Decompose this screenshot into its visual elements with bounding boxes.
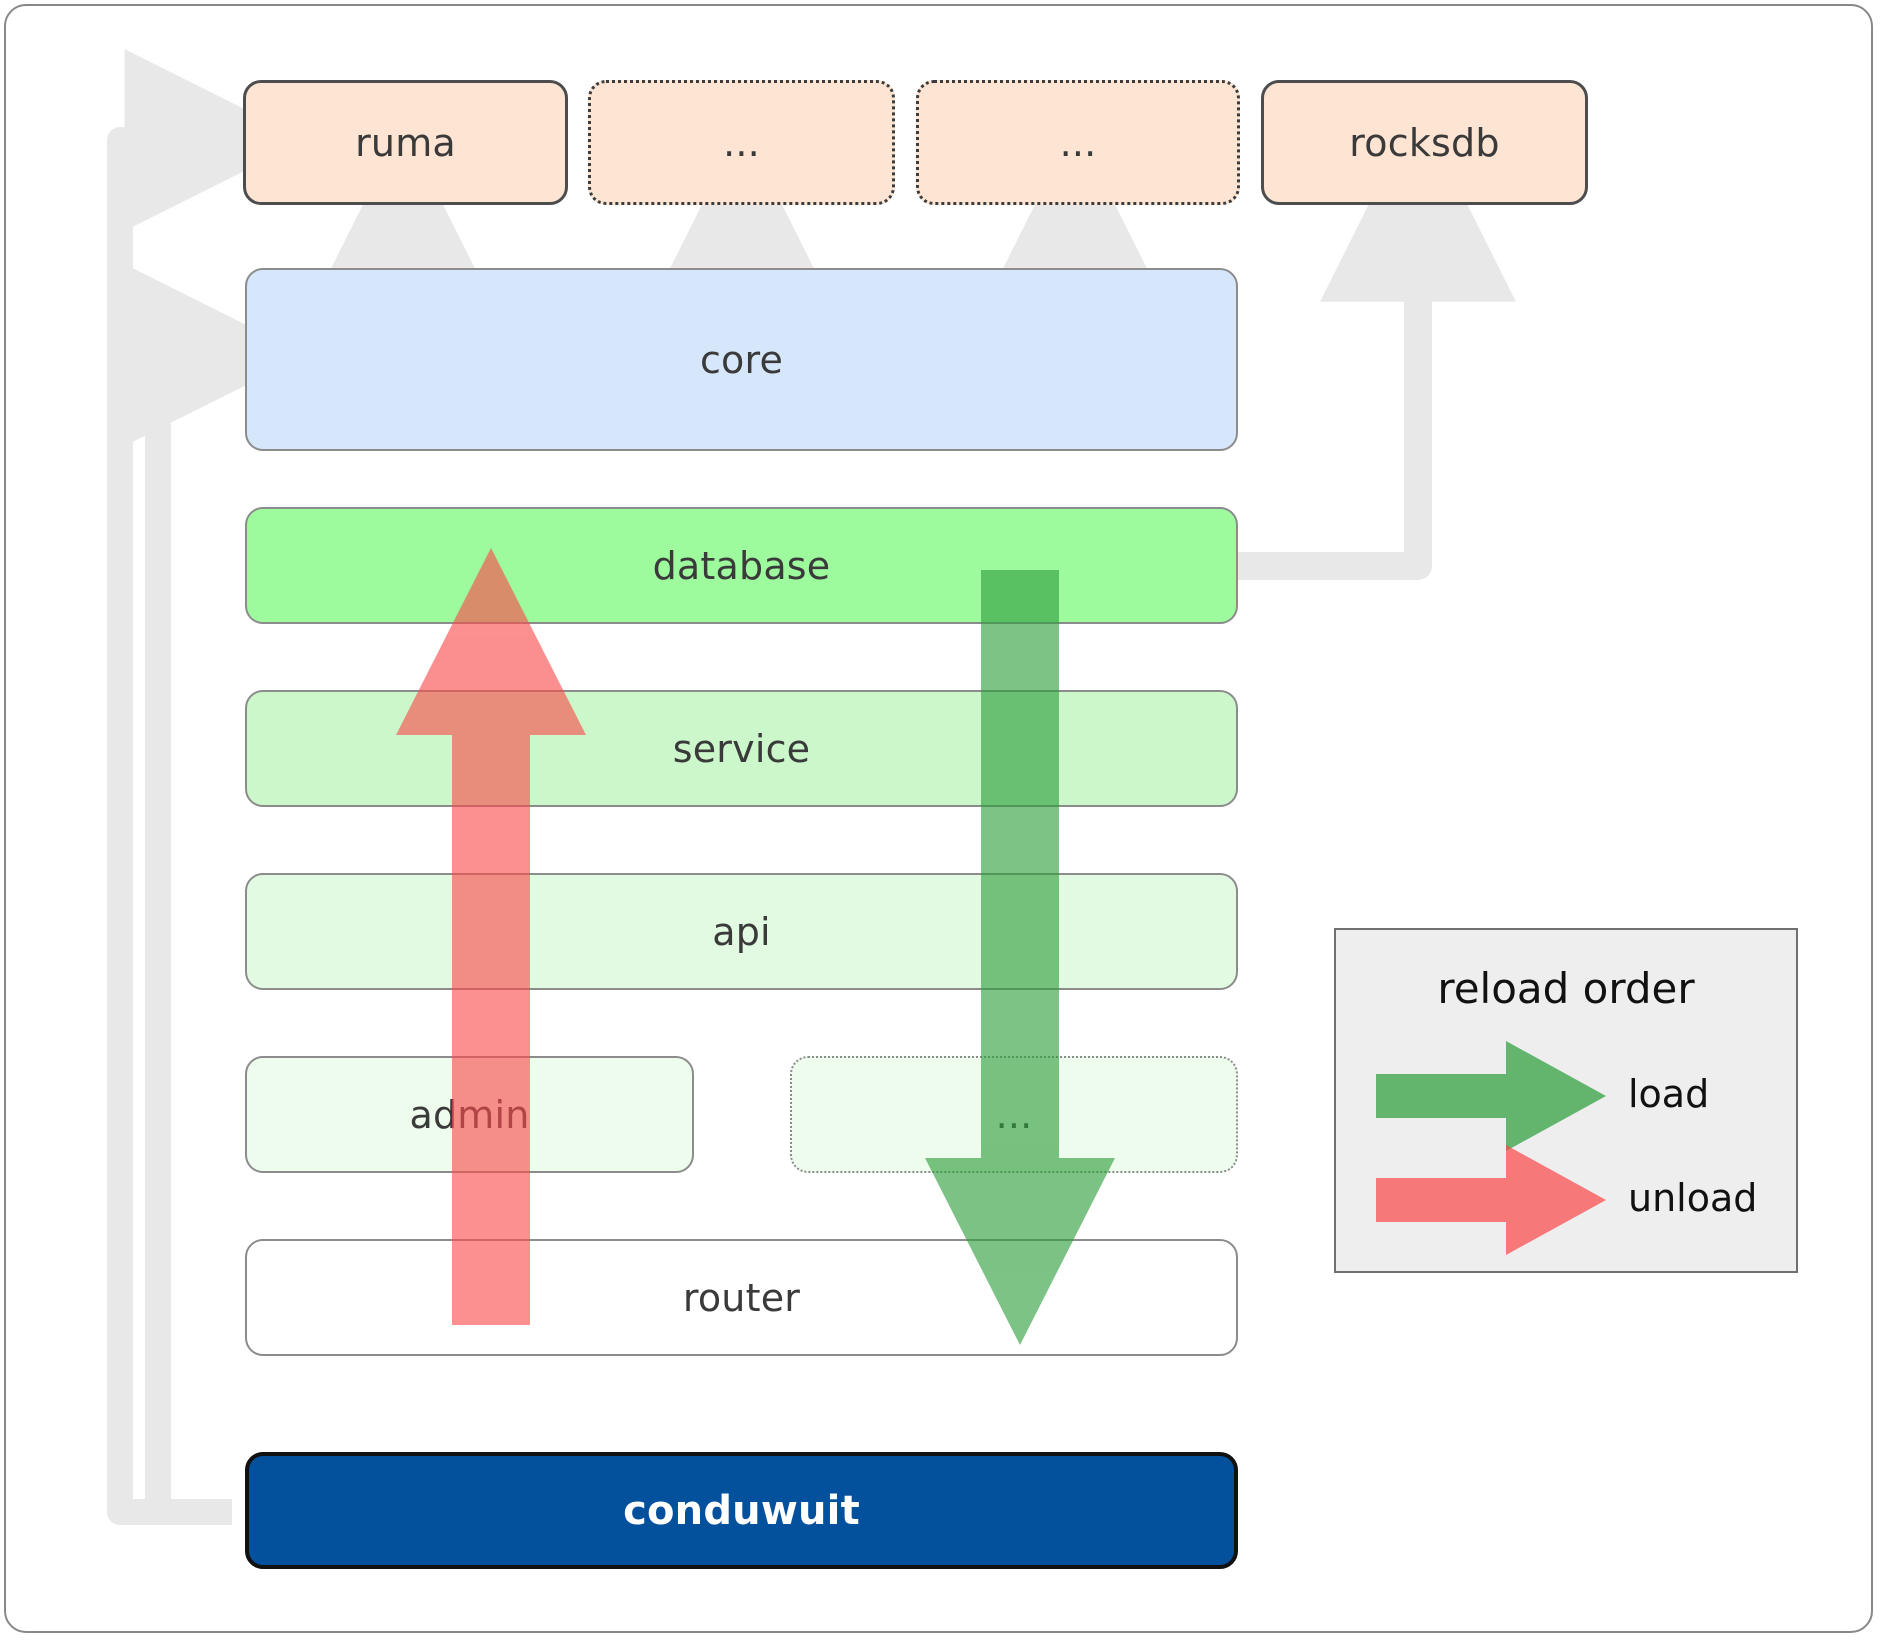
legend-row-unload: unload (1336, 1145, 1796, 1255)
node-core-label: core (699, 337, 784, 382)
node-dep-2-label: ... (723, 120, 760, 165)
node-router-label: router (682, 1275, 801, 1320)
legend-unload-arrow-icon (1376, 1145, 1606, 1255)
legend-row-load: load (1336, 1041, 1796, 1151)
diagram-frame (4, 4, 1873, 1633)
node-api-label: api (712, 909, 771, 954)
node-api[interactable]: api (245, 873, 1238, 990)
node-dep-2[interactable]: ... (588, 80, 895, 205)
node-service-label: service (672, 726, 811, 771)
node-service[interactable]: service (245, 690, 1238, 807)
legend-reload-order: reload order load unload (1334, 928, 1798, 1273)
node-ruma[interactable]: ruma (243, 80, 568, 205)
legend-unload-label: unload (1628, 1176, 1758, 1220)
legend-load-label: load (1628, 1072, 1710, 1116)
node-admin[interactable]: admin (245, 1056, 694, 1173)
node-layer-ellipsis[interactable]: ... (790, 1056, 1238, 1173)
node-admin-label: admin (409, 1092, 530, 1137)
node-database[interactable]: database (245, 507, 1238, 624)
legend-load-arrow-icon (1376, 1041, 1606, 1151)
node-dep-3-label: ... (1059, 120, 1097, 165)
node-conduwuit[interactable]: conduwuit (245, 1452, 1238, 1569)
node-database-label: database (652, 543, 831, 588)
node-router[interactable]: router (245, 1239, 1238, 1356)
node-rocksdb-label: rocksdb (1349, 120, 1500, 165)
node-rocksdb[interactable]: rocksdb (1261, 80, 1588, 205)
node-conduwuit-label: conduwuit (623, 1487, 860, 1534)
legend-title: reload order (1437, 964, 1695, 1013)
node-core[interactable]: core (245, 268, 1238, 451)
node-ruma-label: ruma (355, 120, 456, 165)
node-layer-ellipsis-label: ... (995, 1092, 1033, 1137)
node-dep-3[interactable]: ... (916, 80, 1240, 205)
